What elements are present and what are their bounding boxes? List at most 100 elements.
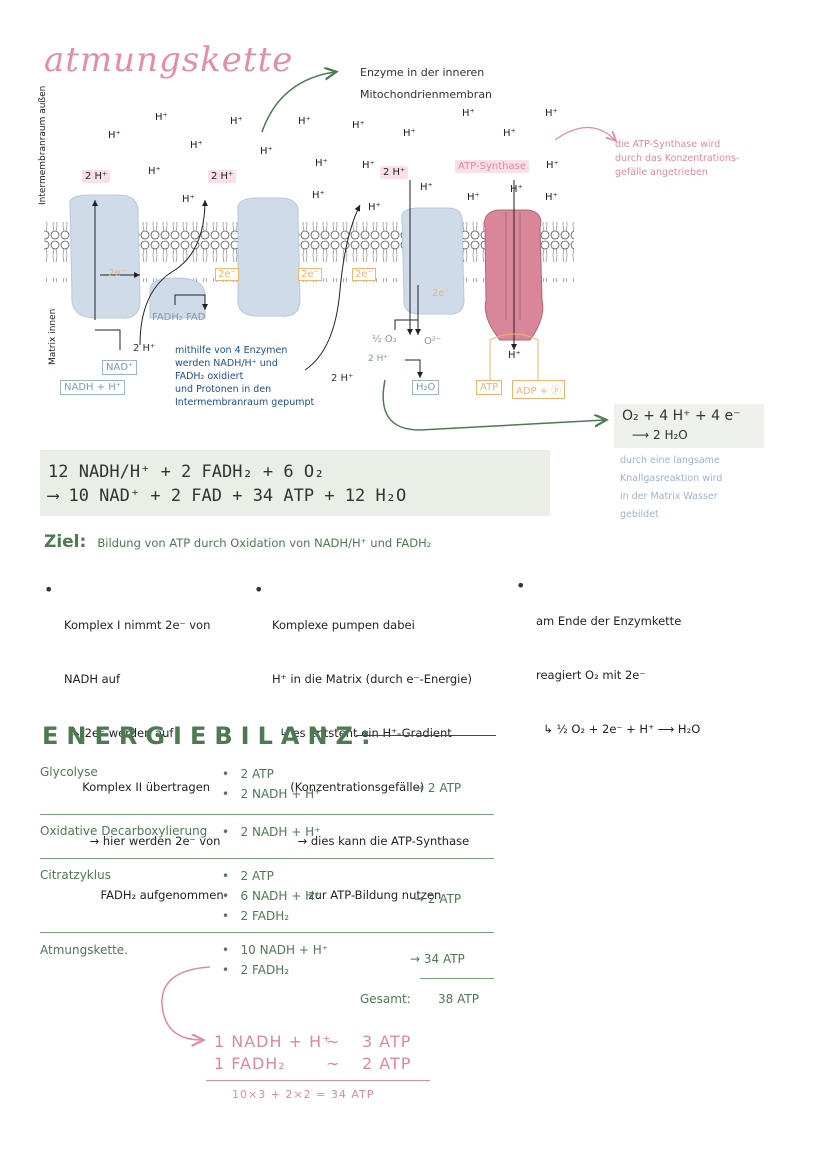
row-result: → 34 ATP [410, 952, 465, 966]
row-item: • 2 FADH₂ [222, 909, 290, 923]
bullet-line: H⁺ in die Matrix (durch e⁻-Energie) [272, 672, 472, 686]
bullet-line: Komplex I nimmt 2e⁻ von [64, 618, 211, 632]
proton-label: H⁺ [368, 202, 381, 213]
proton-label: H⁺ [312, 190, 325, 201]
enzyme-note-2: Mitochondrienmembran [360, 88, 493, 101]
electron-label: 2e⁻ [352, 268, 376, 281]
energy-balance-heading: ENERGIEBILANZ: [42, 722, 379, 750]
complex-1 [69, 194, 141, 319]
oxide-ion-label: O²⁻ [424, 336, 442, 347]
summary-equation-line1: 12 NADH/H⁺ + 2 FADH₂ + 6 O₂ [48, 462, 325, 482]
intermembrane-label: Intermembranraum außen [38, 85, 48, 205]
bullet-line: (Konzentrationsgefälle) [272, 780, 425, 794]
row-item-text: 2 ATP [240, 767, 274, 781]
row-item-text: 2 ATP [240, 869, 274, 883]
proton-label: H⁺ [260, 146, 273, 157]
two-protons-tag: 2 H⁺ [208, 170, 237, 183]
bullet-line: am Ende der Enzymkette [536, 614, 682, 628]
bullet-line: zur ATP-Bildung nutzen [272, 888, 442, 902]
two-protons-tag: 2 H⁺ [82, 170, 111, 183]
row-item-text: 2 NADH + H⁺ [240, 825, 321, 839]
bullet-line: ↳ es entsteht ein H⁺-Gradient [272, 726, 452, 740]
row-item-text: 2 FADH₂ [240, 909, 290, 923]
row-item: • 2 NADH + H⁺ [222, 787, 321, 801]
bullet-complex-1: Komplex I nimmt 2e⁻ von NADH auf ↳ 2e⁻ w… [64, 580, 224, 922]
two-protons-tag: 2 H⁺ [133, 343, 156, 354]
row-item-text: 2 FADH₂ [240, 963, 290, 977]
row-divider [40, 858, 494, 859]
enzyme-note-1: Enzyme in der inneren [360, 66, 485, 79]
slow-reaction-note-2: Knallgasreaktion wird [620, 473, 723, 484]
row-label-decarboxylation: Oxidative Decarboxylierung [40, 824, 208, 838]
electron-label: 2e⁻ [432, 288, 450, 299]
row-label-glycolysis: Glycolyse [40, 765, 98, 779]
row-item: • 10 NADH + H⁺ [222, 943, 329, 957]
bullet-oxygen: am Ende der Enzymkette reagiert O₂ mit 2… [536, 576, 700, 756]
atp-calculation: 10×3 + 2×2 = 34 ATP [232, 1088, 375, 1101]
proton-label: H⁺ [352, 120, 365, 131]
total-label: Gesamt: [360, 992, 411, 1006]
bullet-line: Komplex II übertragen [64, 780, 211, 794]
electron-label: 2e⁻ [215, 268, 239, 281]
row-item-text: 10 NADH + H⁺ [240, 943, 329, 957]
half-oxygen-label: ½ O₂ [372, 334, 397, 345]
sum-rule [420, 978, 494, 979]
slow-reaction-note-4: gebildet [620, 509, 659, 520]
row-label-citric-cycle: Citratzyklus [40, 868, 111, 882]
proton-label: H⁺ [298, 116, 311, 127]
row-item: • 2 NADH + H⁺ [222, 825, 321, 839]
synthase-note-1: die ATP-Synthase wird [615, 139, 721, 150]
synthase-note-3: gefälle angetrieben [615, 167, 708, 178]
tilde: ~ [326, 1032, 341, 1051]
row-divider [40, 932, 494, 933]
row-result: → 2 ATP [414, 892, 462, 906]
conversion-fadh: 1 FADH₂ [214, 1054, 286, 1073]
nadh-label: NADH + H⁺ [60, 380, 126, 395]
goal-line: Ziel: Bildung von ATP durch Oxidation vo… [44, 532, 431, 552]
bullet-line: ↳ ½ O₂ + 2e⁻ + H⁺ ⟶ H₂O [536, 722, 701, 736]
bullet-line: NADH auf [64, 672, 121, 686]
slow-reaction-note-3: in der Matrix Wasser [620, 491, 718, 502]
enzyme-explanation-1: mithilfe von 4 Enzymen [175, 345, 288, 356]
respiratory-chain-diagram [40, 0, 764, 516]
bullet-dot: • [254, 580, 264, 599]
goal-text: Bildung von ATP durch Oxidation von NADH… [97, 536, 432, 550]
bullet-dot: • [44, 580, 54, 599]
proton-label: H⁺ [546, 160, 559, 171]
enzyme-explanation-3: FADH₂ oxidiert [175, 371, 244, 382]
two-protons-small: 2 H⁺ [368, 354, 389, 364]
proton-label: H⁺ [362, 160, 375, 171]
goal-label: Ziel: [44, 532, 87, 552]
proton-label: H⁺ [420, 182, 433, 193]
matrix-label: Matrix innen [48, 308, 58, 365]
proton-label: H⁺ [462, 108, 475, 119]
bullet-dot: • [516, 576, 526, 595]
bullet-line: ↳ 2e⁻ werden auf [64, 726, 174, 740]
proton-label: H⁺ [148, 166, 161, 177]
proton-label: H⁺ [315, 158, 328, 169]
proton-label: H⁺ [155, 112, 168, 123]
total-value: 38 ATP [438, 992, 479, 1006]
row-divider [40, 814, 494, 815]
conversion-rule [206, 1080, 430, 1081]
oxygen-equation-2: ⟶ 2 H₂O [632, 428, 688, 442]
enzyme-explanation-5: Intermembranraum gepumpt [175, 397, 315, 408]
row-item-text: 2 NADH + H⁺ [240, 787, 321, 801]
row-item: • 2 ATP [222, 767, 274, 781]
proton-label: H⁺ [508, 350, 521, 361]
tilde: ~ [326, 1054, 341, 1073]
two-protons-tag: 2 H⁺ [380, 166, 409, 179]
enzyme-explanation-4: und Protonen in den [175, 384, 272, 395]
proton-label: H⁺ [503, 128, 516, 139]
bullet-line: Komplexe pumpen dabei [272, 618, 415, 632]
water-label: H₂O [412, 380, 440, 395]
proton-label: H⁺ [230, 116, 243, 127]
proton-label: H⁺ [403, 128, 416, 139]
equation-box [40, 450, 550, 516]
proton-label: H⁺ [467, 192, 480, 203]
bullet-line: FADH₂ aufgenommen [64, 888, 224, 902]
heading-rule [356, 735, 496, 736]
row-item-text: 6 NADH + H⁺ [240, 889, 321, 903]
nad-label: NAD⁺ [102, 360, 138, 375]
bullet-line: reagiert O₂ mit 2e⁻ [536, 668, 646, 682]
